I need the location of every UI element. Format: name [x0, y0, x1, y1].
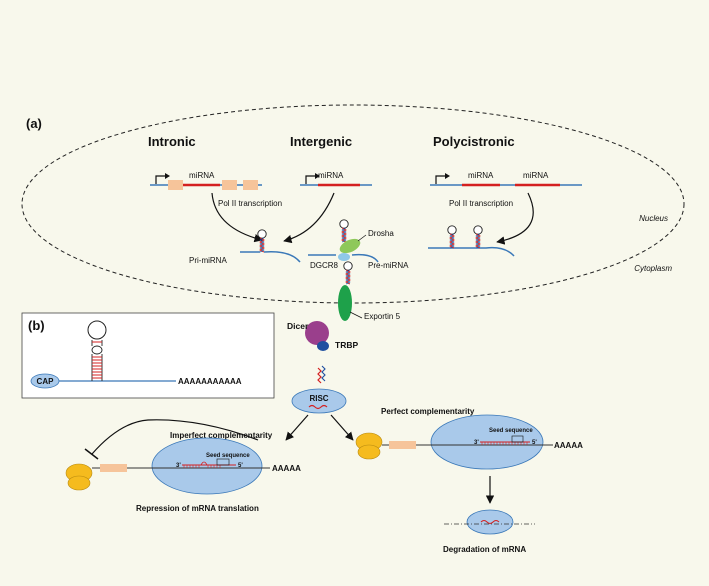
polycistronic-title: Polycistronic	[433, 134, 515, 149]
inhibition-line	[91, 419, 259, 455]
intronic-arrow	[211, 192, 263, 243]
drosha-label: Drosha	[368, 229, 394, 238]
intergenic-title: Intergenic	[290, 134, 352, 149]
mirna-duplex	[317, 365, 326, 384]
trbp-label: TRBP	[335, 340, 358, 350]
intronic-pol-label: Pol II transcription	[218, 199, 282, 208]
dgcr8-shape	[338, 253, 350, 261]
five-prime-left: 5'	[238, 463, 243, 469]
panel-b-polya: AAAAAAAAAAA	[178, 377, 242, 386]
five-prime-right: 5'	[532, 440, 537, 446]
ribosome-left	[65, 463, 93, 491]
three-prime-right: 3'	[474, 440, 479, 446]
intergenic-gene	[300, 172, 372, 187]
panel-a-label: (a)	[26, 116, 42, 131]
inhibition-bar	[84, 448, 99, 460]
panel-b-label: (b)	[28, 318, 45, 333]
pri-mirna-label: Pri-miRNA	[189, 256, 227, 265]
dgcr8-label: DGCR8	[310, 261, 339, 270]
drosha-pointer	[357, 234, 367, 242]
intronic-title: Intronic	[148, 134, 196, 149]
risc-label: RISC	[309, 394, 328, 403]
risc-degradation	[466, 509, 514, 535]
drosha-shape	[339, 238, 361, 254]
intergenic-arrow	[283, 192, 335, 244]
panel-b-hairpin	[87, 320, 107, 381]
degradation-caption: Degradation of mRNA	[443, 545, 526, 554]
pre-mirna-label: Pre-miRNA	[368, 261, 409, 270]
polya-left: AAAAA	[272, 464, 301, 473]
exportin-pointer	[349, 311, 363, 319]
seed-pairing-right	[480, 435, 530, 445]
exportin-5-shape	[338, 285, 352, 321]
branch-arrow-left	[285, 414, 309, 441]
trbp-shape	[317, 341, 329, 351]
intronic-gene	[150, 172, 262, 190]
three-prime-left: 3'	[176, 463, 181, 469]
branch-arrow-right	[330, 414, 354, 441]
polya-right: AAAAA	[554, 441, 583, 450]
risc-mirna	[308, 404, 328, 410]
polycistronic-mirna-label-2: miRNA	[523, 171, 549, 180]
risc-complex	[291, 388, 347, 414]
seed-label-left: Seed sequence	[206, 453, 250, 459]
pre-mirna-nuclear	[343, 261, 353, 285]
repression-caption: Repression of mRNA translation	[136, 504, 259, 513]
polycistronic-pri-mirna	[428, 225, 515, 257]
seed-pairing-left	[182, 458, 236, 468]
perfect-title: Perfect complementarity	[381, 407, 475, 416]
dicer-label: Dicer	[287, 321, 309, 331]
polycistronic-pol-label: Pol II transcription	[449, 199, 513, 208]
polycistronic-arrow	[496, 192, 534, 245]
cytoplasm-label: Cytoplasm	[634, 264, 672, 273]
microprocessor-complex	[308, 219, 379, 263]
dicer-shape	[305, 321, 329, 345]
intergenic-mirna-label: miRNA	[318, 171, 344, 180]
exportin-label: Exportin 5	[364, 312, 401, 321]
polycistronic-mirna-label-1: miRNA	[468, 171, 494, 180]
intronic-mirna-label: miRNA	[189, 171, 215, 180]
nucleus-membrane	[21, 104, 685, 304]
cap-shape	[30, 373, 60, 389]
cap-label: CAP	[37, 377, 55, 386]
seed-label-right: Seed sequence	[489, 428, 533, 434]
polycistronic-gene	[430, 172, 582, 187]
orf-left	[100, 464, 127, 472]
orf-right	[389, 441, 416, 449]
nucleus-label: Nucleus	[639, 214, 668, 223]
degradation-mirna	[480, 520, 500, 524]
pri-mirna	[240, 229, 301, 263]
panel-b-box	[21, 312, 275, 399]
risc-repression	[151, 437, 263, 495]
imperfect-title: Imperfect complementarity	[170, 431, 273, 440]
ribosome-right	[355, 432, 383, 460]
